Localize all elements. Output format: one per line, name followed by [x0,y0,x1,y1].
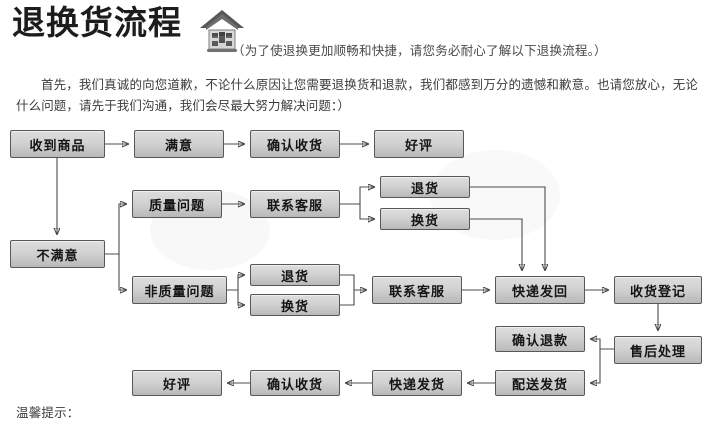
flow-node-n13: 联系客服 [372,276,462,304]
flow-node-n4: 好评 [374,130,464,158]
flowchart: 收到商品满意确认收货好评不满意质量问题联系客服退货换货非质量问题退货换货联系客服… [0,118,711,408]
tips-label: 温馨提示： [16,405,80,420]
flow-node-n1: 收到商品 [10,130,105,158]
intro-paragraph: 首先，我们真诚的向您道歉，不论什么原因让您需要退换货和退款，我们都感到万分的遗憾… [16,77,698,113]
flow-node-n9: 换货 [380,208,470,230]
flow-node-n2: 满意 [134,130,224,158]
house-icon-reflection [207,36,237,54]
flow-node-n5: 不满意 [10,240,105,268]
page-subtitle: （为了使退换更加顺畅和快捷，请您务必耐心了解以下退换流程。） [232,43,607,58]
flow-node-n15: 收货登记 [614,276,702,304]
flow-node-n11: 退货 [250,264,340,286]
flow-node-n18: 配送发货 [495,370,585,396]
flow-node-n7: 联系客服 [250,190,340,218]
page-header: 退换货流程 退换货流程 （为了使退换更加顺畅和快捷，请您务必耐心了解以下退换流程… [0,0,711,66]
flow-node-n8: 退货 [380,176,470,198]
page-title: 退换货流程 [12,3,182,42]
flow-node-n12: 换货 [250,294,340,316]
flow-node-n16: 售后处理 [614,336,702,364]
flow-node-n20: 确认收货 [250,370,340,396]
flow-node-n21: 好评 [132,370,222,396]
flow-node-n6: 质量问题 [132,190,222,218]
flow-node-n10: 非质量问题 [132,276,227,304]
flow-node-n14: 快递发回 [495,276,585,304]
flow-node-n3: 确认收货 [250,130,340,158]
flowchart-connectors [0,118,711,408]
house-icon [200,10,244,52]
flow-node-n17: 确认退款 [495,326,585,352]
flow-node-n19: 快递发货 [372,370,462,396]
